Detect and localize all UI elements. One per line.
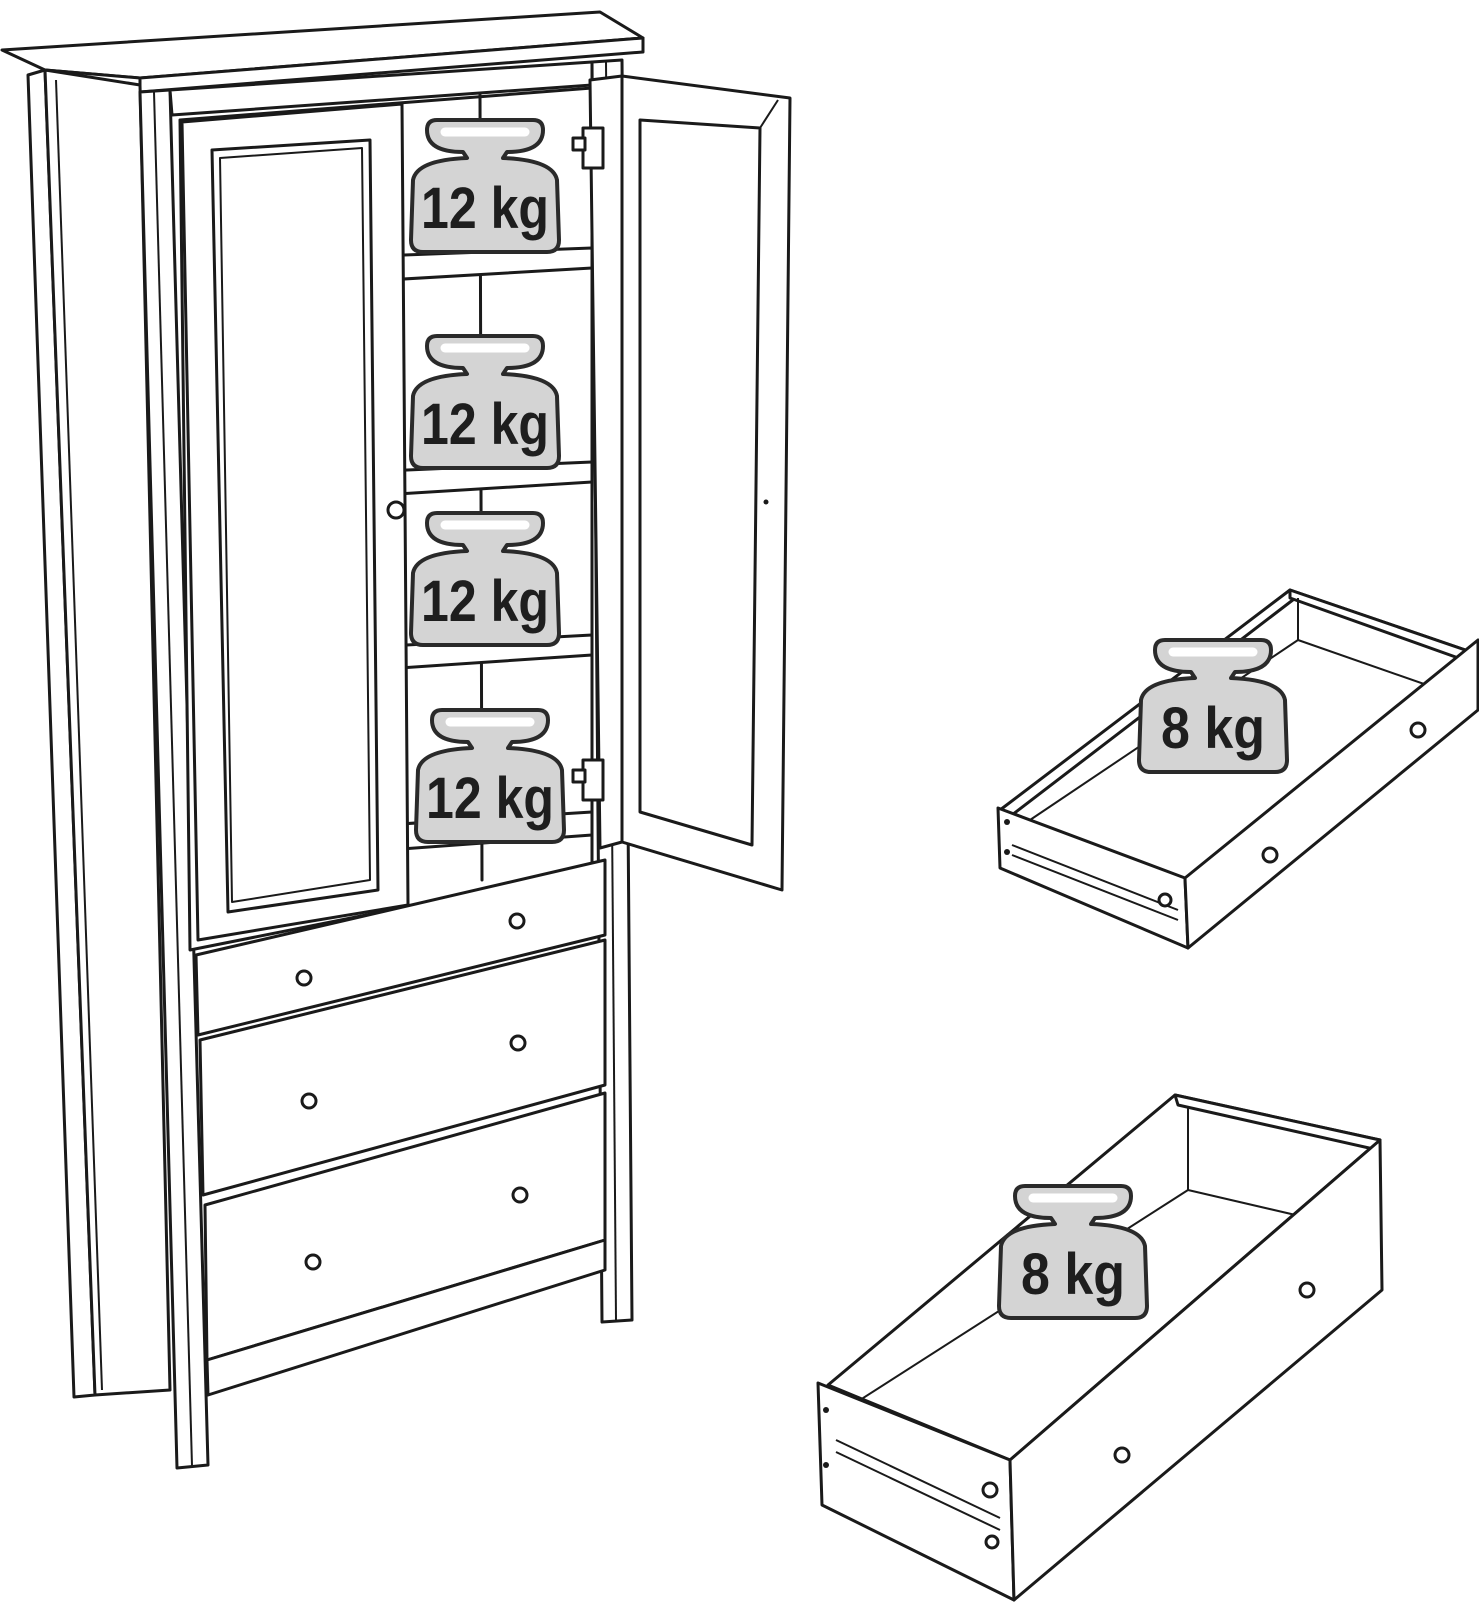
drawer-knob [1298,1281,1316,1299]
drawer-knob [1409,721,1427,739]
weight-label: 12 kg [426,766,554,831]
drawer-knob [1261,846,1279,864]
drawer-knob [304,1253,322,1271]
weight-icon [997,1184,1149,1320]
drawer-knob [508,912,526,930]
weight-label: 8 kg [1161,696,1265,761]
cabinet-drawers [194,858,607,1397]
drawer-knob [509,1034,527,1052]
drawer-knob [1113,1446,1131,1464]
weight-icon [1137,638,1289,774]
cabinet-bottom-rail [205,1238,607,1397]
cabinet [0,10,792,1470]
weight-label: 12 kg [421,569,549,634]
door-knob [386,500,406,520]
weight-icon [409,334,561,470]
weight-label: 12 kg [421,392,549,457]
left-glass-door [180,102,410,942]
cabinet-top [0,10,645,94]
cabinet-drawer-1 [194,858,607,1037]
cabinet-drawer-2 [198,938,607,1197]
weight-badges: 12 kg 12 kg 12 kg 12 kg 8 kg 8 kg [409,118,1289,1320]
pulled-drawer-lower [816,1093,1384,1602]
drawer-knob [300,1092,318,1110]
shelf-weight-badge-4: 12 kg [414,708,566,844]
weight-label: 12 kg [421,176,549,241]
shelf-weight-badge-3: 12 kg [409,511,561,647]
drawer-weight-badge-1: 8 kg [1137,638,1289,774]
door-hinge-top [571,126,605,170]
drawer-weight-badge-2: 8 kg [997,1184,1149,1320]
weight-label: 8 kg [1021,1242,1125,1307]
cabinet-front-post-left [138,88,210,1470]
door-hinge-bottom [571,758,605,802]
right-glass-door [571,74,792,892]
cabinet-left-side [26,68,172,1399]
weight-icon [409,118,561,254]
shelf-weight-badge-1: 12 kg [409,118,561,254]
weight-icon [409,511,561,647]
weight-icon [414,708,566,844]
drawer-knob [511,1186,529,1204]
drawer-knob [295,969,313,987]
shelf-weight-badge-2: 12 kg [409,334,561,470]
